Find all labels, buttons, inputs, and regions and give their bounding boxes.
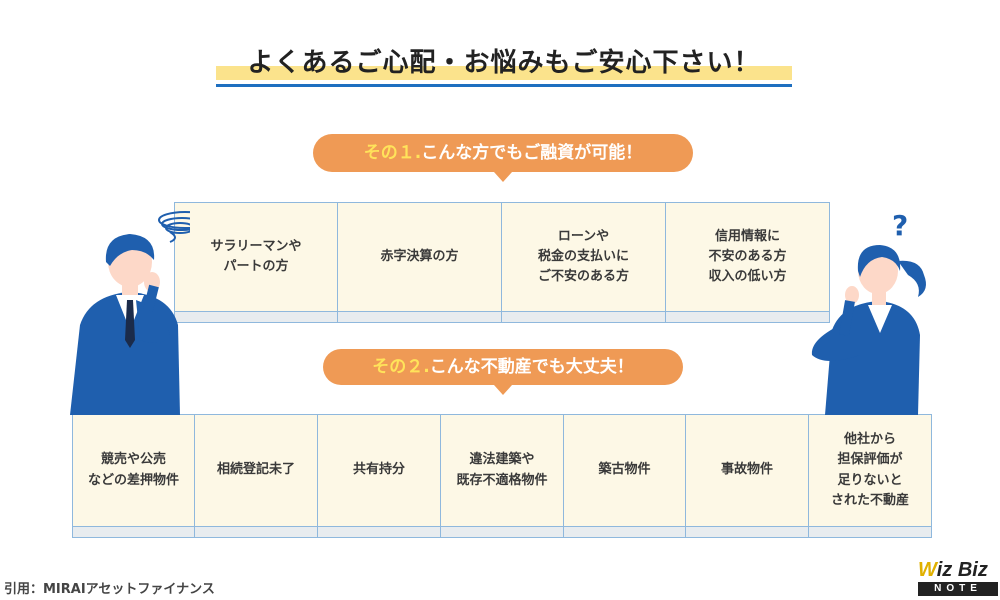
section1-number: その１. (363, 143, 422, 163)
section2-item: 築古物件 (564, 414, 686, 538)
section1-heading: こんな方でもご融資が可能！ (421, 143, 643, 163)
logo-note-bar: NOTE (918, 582, 998, 596)
title-highlight (216, 66, 792, 80)
logo-top-text: iz Biz (936, 559, 988, 581)
section1-row: サラリーマンや パートの方 赤字決算の方 ローンや 税金の支払いに ご不安のある… (174, 202, 830, 323)
logo-wordmark: Wiz Biz (918, 560, 998, 580)
section2-banner-tail (494, 385, 512, 395)
section2-row: 競売や公売 などの差押物件 相続登記未了 共有持分 違法建築や 既存不適格物件 … (72, 414, 932, 538)
wizbiz-note-logo: Wiz Biz NOTE (918, 560, 998, 598)
confusion-scribble-icon (158, 211, 190, 243)
question-mark-icon: ? (892, 209, 908, 242)
section2-heading: こんな不動産でも大丈夫！ (429, 357, 634, 377)
section2-item: 相続登記未了 (195, 414, 318, 538)
page-title: よくあるご心配・お悩みもご安心下さい！ (247, 48, 761, 78)
section1-banner-tail (494, 172, 512, 182)
section2-number: その２. (372, 357, 430, 377)
section2-item: 共有持分 (318, 414, 441, 538)
section2-banner: その２.こんな不動産でも大丈夫！ (323, 349, 683, 385)
source-citation: 引用：MIRAIアセットファイナンス (4, 582, 215, 597)
title-underline (216, 84, 792, 87)
section1-item: サラリーマンや パートの方 (174, 202, 338, 323)
section2-item: 違法建築や 既存不適格物件 (441, 414, 564, 538)
section2-item: 他社から 担保評価が 足りないと された不動産 (809, 414, 932, 538)
section1-banner: その１.こんな方でもご融資が可能！ (313, 134, 693, 172)
worried-man-illustration (70, 211, 190, 415)
worried-woman-illustration: ? (811, 209, 926, 415)
section1-item: 赤字決算の方 (338, 202, 502, 323)
logo-w-letter: W (918, 559, 937, 581)
section1-item: 信用情報に 不安のある方 収入の低い方 (666, 202, 830, 323)
section1-item: ローンや 税金の支払いに ご不安のある方 (502, 202, 666, 323)
section2-item: 事故物件 (686, 414, 809, 538)
section2-item: 競売や公売 などの差押物件 (72, 414, 195, 538)
page-title-block: よくあるご心配・お悩みもご安心下さい！ (216, 38, 792, 88)
